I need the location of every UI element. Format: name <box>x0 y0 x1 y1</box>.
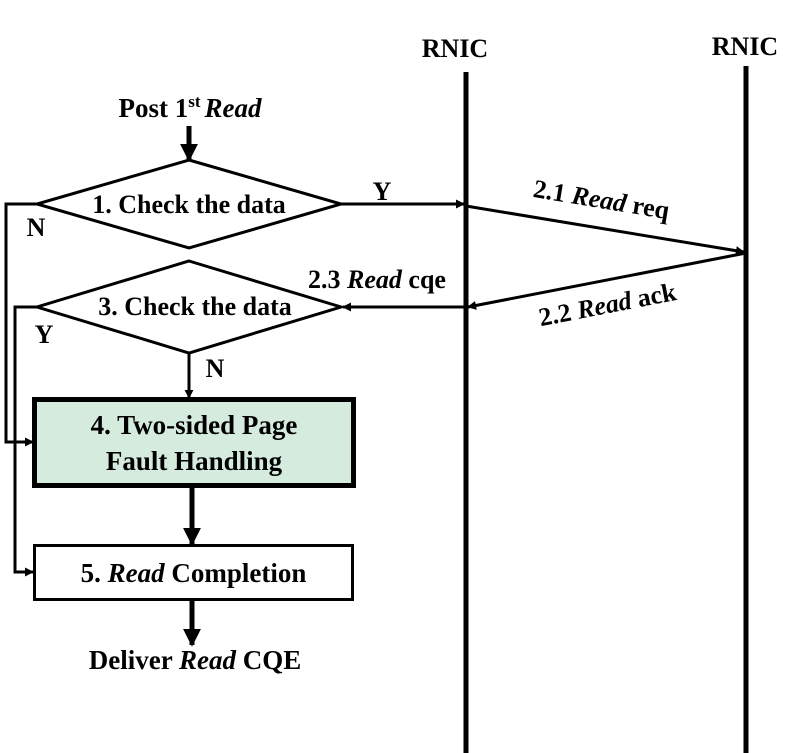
arrow-decision3-yes <box>13 305 37 577</box>
msg-2-1-label: 2.1 Read req <box>531 174 672 225</box>
arrow-msg-2-1 <box>465 204 745 256</box>
arrow-msg-2-2 <box>467 251 747 310</box>
decision3-label: 3. Check the data <box>98 292 292 321</box>
decision3-no-label: N <box>206 354 225 383</box>
box-read-completion: 5. Read Completion <box>33 544 354 601</box>
end-label: Deliver Read CQE <box>89 645 301 675</box>
arrow-decision1-no <box>4 202 37 447</box>
lane-label-right: RNIC <box>712 32 778 61</box>
msg-2-3-label: 2.3 Read cqe <box>308 265 446 294</box>
box-page-fault-handling: 4. Two-sided Page Fault Handling <box>32 397 356 488</box>
decision1-label: 1. Check the data <box>92 190 286 219</box>
decision1-no-label: N <box>27 213 46 242</box>
box4-line2: Fault Handling <box>105 445 283 476</box>
box5-text: 5. Read Completion <box>80 557 307 588</box>
decision1-diamond <box>31 158 347 250</box>
box4-line1: 4. Two-sided Page <box>90 409 298 440</box>
decision1-yes-label: Y <box>373 177 392 206</box>
decision3-yes-label: Y <box>35 320 54 349</box>
lane-label-left: RNIC <box>422 34 488 63</box>
box4-text: 4. Two-sided Page Fault Handling <box>91 407 298 479</box>
msg-2-2-label: 2.2 Read ack <box>536 277 679 332</box>
